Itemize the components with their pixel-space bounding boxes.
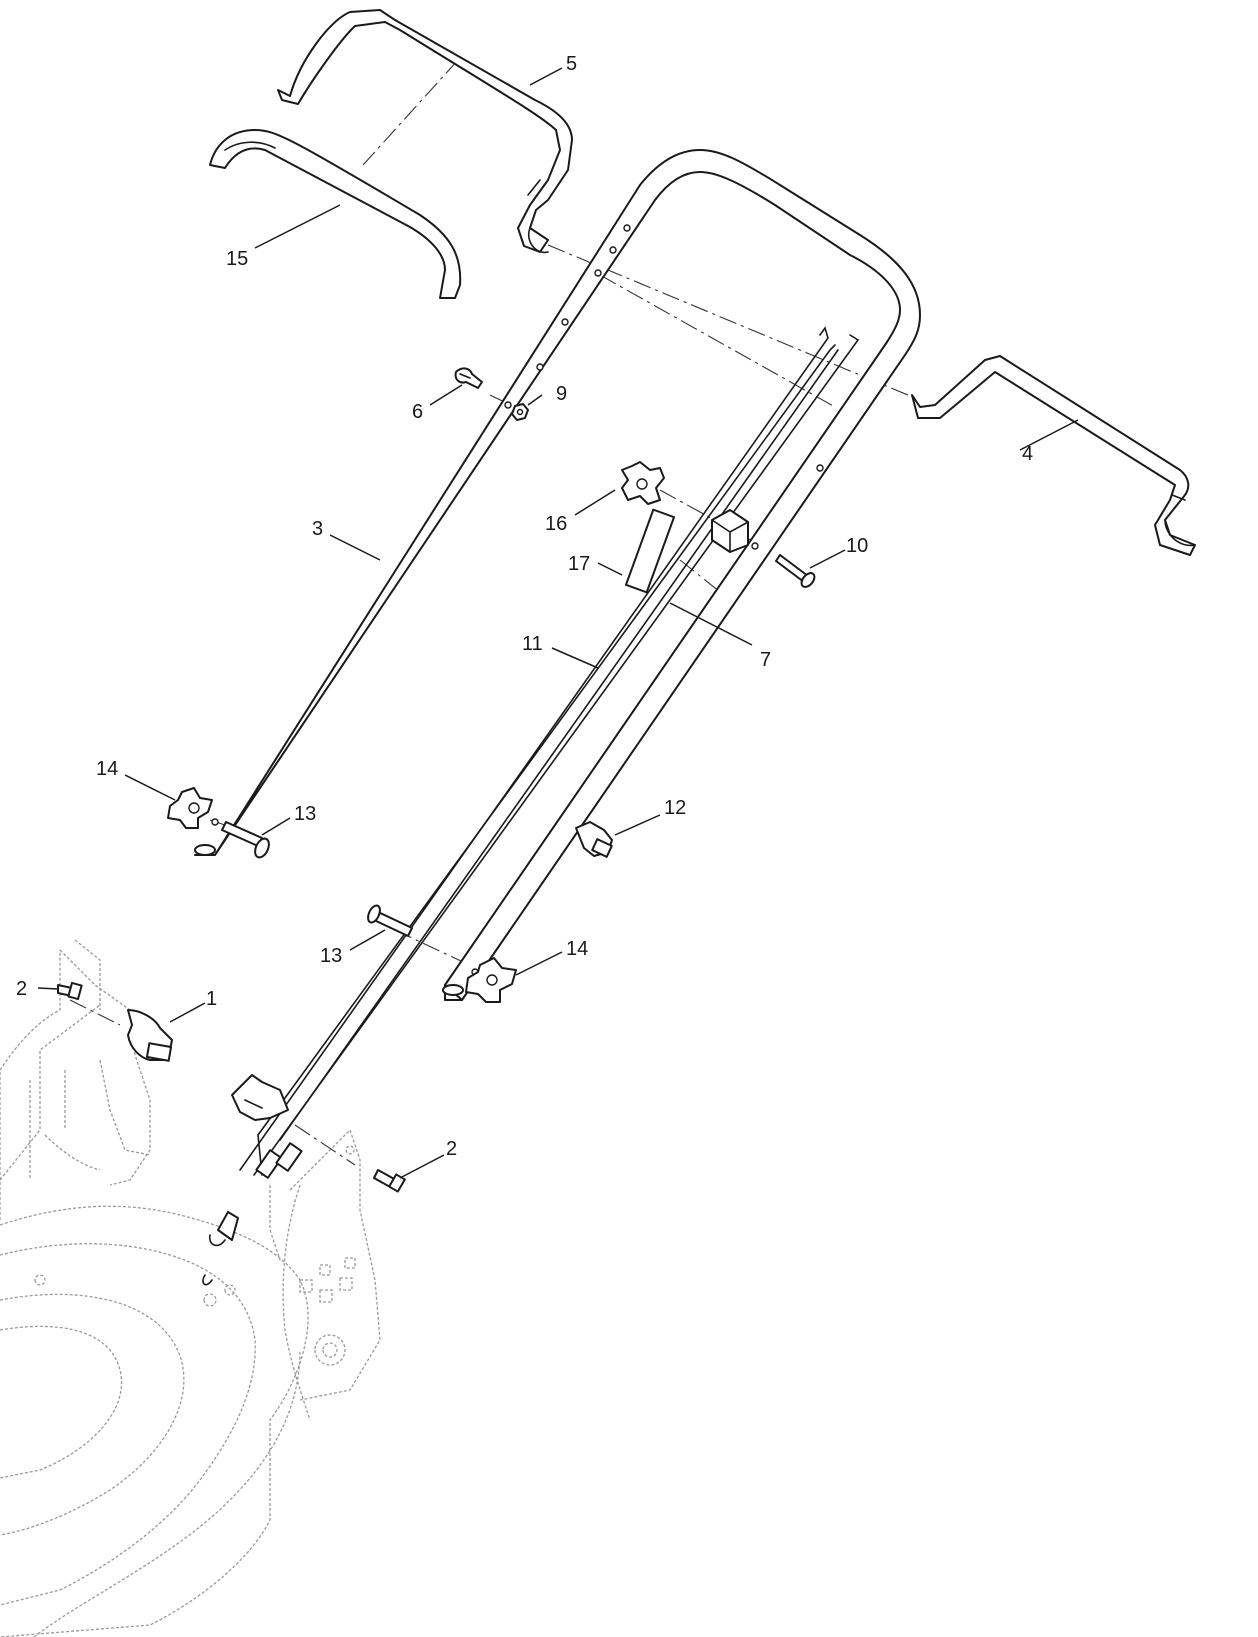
callout-4: 4 (1022, 443, 1033, 465)
cable-guide-lower-part (575, 821, 613, 858)
callout-10: 10 (846, 535, 868, 557)
decal-part (624, 508, 676, 594)
bail-lower-part (911, 355, 1196, 556)
bolt-part (775, 554, 816, 588)
handle-grip-part (209, 129, 462, 299)
bolt-right-part (373, 1169, 406, 1193)
callout-5: 5 (566, 53, 577, 75)
nut-part (511, 403, 529, 421)
cable-clip-part (454, 367, 483, 389)
mower-deck-phantom (0, 939, 381, 1637)
callout-3: 3 (312, 518, 323, 540)
leader-lines (37, 67, 1079, 1179)
callout-15: 15 (226, 248, 248, 270)
callout-14-lower: 14 (566, 938, 588, 960)
callout-9: 9 (556, 383, 567, 405)
upper-handle-part (194, 149, 921, 1001)
carriage-bolt-upper-part (221, 821, 270, 859)
callout-7: 7 (760, 649, 771, 671)
cable-guide-part (711, 509, 749, 553)
control-cable-part (202, 326, 860, 1286)
callout-2-left: 2 (16, 978, 27, 1000)
knob-right-part (465, 957, 517, 1003)
callout-2-right: 2 (446, 1138, 457, 1160)
carriage-bolt-lower-part (367, 904, 413, 937)
callout-11: 11 (522, 633, 543, 655)
knob-left-part (167, 787, 213, 829)
callout-labels: 5 15 4 3 6 9 16 17 10 7 11 14 13 12 13 1… (16, 53, 1033, 1160)
callout-6: 6 (412, 401, 423, 423)
callout-14-upper: 14 (96, 758, 118, 780)
callout-13-upper: 13 (294, 803, 316, 825)
callout-12: 12 (664, 797, 686, 819)
callout-1: 1 (206, 988, 217, 1010)
callout-13-lower: 13 (320, 945, 342, 967)
bail-upper-part (277, 9, 573, 254)
callout-16: 16 (545, 513, 567, 535)
handle-bracket-part (127, 1009, 173, 1062)
bolt-left-part (57, 981, 83, 1001)
callout-17: 17 (568, 553, 590, 575)
knob-upper-part (621, 461, 665, 505)
cable-bracket-part (231, 1074, 289, 1121)
